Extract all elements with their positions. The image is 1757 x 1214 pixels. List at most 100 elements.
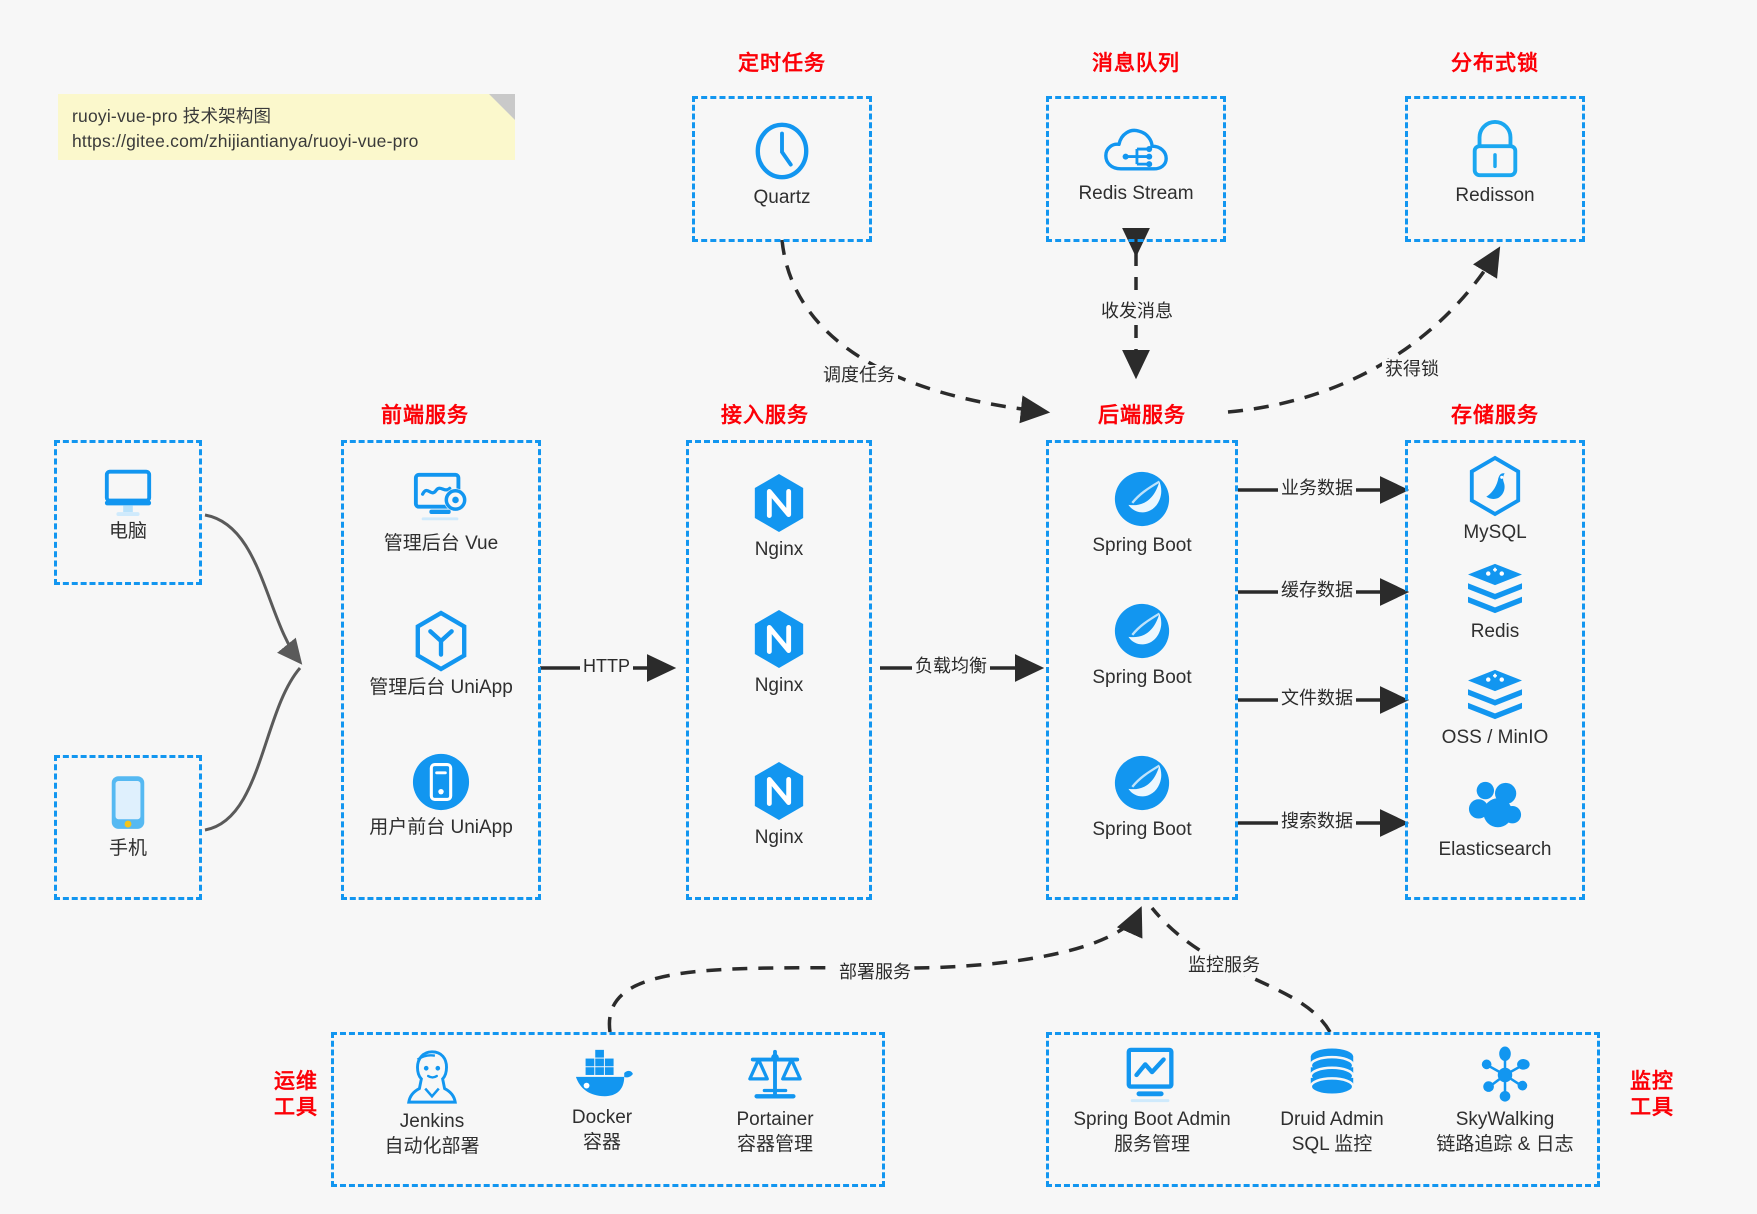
node-sublabel: 容器管理 xyxy=(736,1133,813,1155)
mysql-dolphin-icon xyxy=(1469,455,1521,517)
database-cylinder-icon xyxy=(1309,1048,1355,1097)
node-user-uniapp[interactable]: 用户前台 UniApp xyxy=(341,752,541,841)
group-box-backend xyxy=(1046,440,1238,900)
node-springboot-1[interactable]: Spring Boot xyxy=(1046,468,1238,559)
node-label: Druid Admin xyxy=(1280,1109,1384,1130)
group-title-storage: 存储服务 xyxy=(1451,404,1539,427)
node-label: Nginx xyxy=(754,539,804,560)
node-nginx-3[interactable]: Nginx xyxy=(686,760,872,851)
node-oss-minio[interactable]: OSS / MinIO xyxy=(1405,668,1585,751)
node-label: Spring Boot Admin xyxy=(1073,1109,1231,1130)
node-label: Redis Stream xyxy=(1078,183,1194,204)
node-label: Spring Boot xyxy=(1092,819,1192,840)
group-title-gateway: 接入服务 xyxy=(721,404,809,427)
monitoring-title-line-1: 监控 xyxy=(1630,1070,1674,1093)
edge-label-acquire-lock: 获得锁 xyxy=(1382,359,1442,380)
node-redis[interactable]: Redis xyxy=(1405,562,1585,645)
node-nginx-2[interactable]: Nginx xyxy=(686,608,872,699)
dashboard-gear-icon xyxy=(413,472,468,521)
node-label: Nginx xyxy=(754,827,804,848)
hexagon-y-icon xyxy=(415,610,467,672)
group-box-message-queue xyxy=(1046,96,1226,242)
group-box-distributed-lock xyxy=(1405,96,1585,242)
node-admin-uniapp[interactable]: 管理后台 UniApp xyxy=(341,610,541,701)
group-box-client-desktop xyxy=(54,440,202,585)
cloud-stream-icon xyxy=(1104,128,1168,171)
node-label: Elasticsearch xyxy=(1438,839,1552,860)
node-jenkins[interactable]: Jenkins 自动化部署 xyxy=(347,1046,517,1159)
mobile-circle-icon xyxy=(412,753,470,811)
docker-whale-icon xyxy=(575,1049,633,1097)
wire-quartz-to-backend xyxy=(780,239,1051,424)
node-redisson[interactable]: Redisson xyxy=(1405,120,1585,209)
group-box-monitoring xyxy=(1046,1032,1600,1187)
node-sublabel: SQL 监控 xyxy=(1291,1133,1373,1155)
node-sublabel: 服务管理 xyxy=(1113,1133,1190,1155)
node-label: SkyWalking xyxy=(1455,1109,1555,1130)
group-box-storage xyxy=(1405,440,1585,900)
node-skywalking[interactable]: SkyWalking 链路追踪 & 日志 xyxy=(1417,1046,1593,1157)
node-druid-admin[interactable]: Druid Admin SQL 监控 xyxy=(1247,1046,1417,1157)
group-title-message-queue: 消息队列 xyxy=(1092,52,1180,75)
note-line-2: https://gitee.com/zhijiantianya/ruoyi-vu… xyxy=(72,131,419,151)
edge-label-monitor-service: 监控服务 xyxy=(1185,955,1263,976)
spring-leaf-icon xyxy=(1114,603,1170,659)
redis-stack-icon xyxy=(1468,563,1522,614)
spring-leaf-icon xyxy=(1114,471,1170,527)
group-title-backend: 后端服务 xyxy=(1098,404,1186,427)
edge-label-deploy-service: 部署服务 xyxy=(836,962,914,983)
node-quartz[interactable]: Quartz xyxy=(692,120,872,211)
node-sublabel: 链路追踪 & 日志 xyxy=(1436,1133,1574,1155)
node-label: OSS / MinIO xyxy=(1441,727,1549,748)
node-label: 手机 xyxy=(108,838,147,859)
node-label: MySQL xyxy=(1463,522,1527,543)
group-box-frontend xyxy=(341,440,541,900)
skywalking-node-icon xyxy=(1481,1046,1530,1102)
node-admin-vue[interactable]: 管理后台 Vue xyxy=(341,470,541,557)
node-label: Portainer xyxy=(736,1109,814,1130)
edge-label-load-balance: 负载均衡 xyxy=(912,656,990,677)
edge-label-schedule-task: 调度任务 xyxy=(820,365,898,386)
edge-label-cache-data: 缓存数据 xyxy=(1278,580,1356,601)
node-phone[interactable]: 手机 xyxy=(54,773,202,862)
monitor-chart-icon xyxy=(1126,1047,1174,1103)
node-mysql[interactable]: MySQL xyxy=(1405,455,1585,546)
node-label: Nginx xyxy=(754,675,804,696)
node-label: Docker xyxy=(571,1107,633,1128)
edge-label-search-data: 搜索数据 xyxy=(1278,811,1356,832)
node-label: Spring Boot xyxy=(1092,535,1192,556)
node-label: 用户前台 UniApp xyxy=(369,817,513,838)
node-label: Spring Boot xyxy=(1092,667,1192,688)
elasticsearch-icon xyxy=(1468,781,1522,828)
node-desktop[interactable]: 电脑 xyxy=(54,464,202,545)
monitoring-title-line-2: 工具 xyxy=(1630,1096,1674,1120)
sticky-note: ruoyi-vue-pro 技术架构图 https://gitee.com/zh… xyxy=(58,94,515,160)
group-box-client-phone xyxy=(54,755,202,900)
nginx-icon xyxy=(754,762,804,820)
group-title-frontend: 前端服务 xyxy=(381,404,469,427)
nginx-icon xyxy=(754,474,804,532)
node-label: 电脑 xyxy=(108,521,147,542)
node-springboot-2[interactable]: Spring Boot xyxy=(1046,600,1238,691)
wire-desktop-to-frontend xyxy=(204,513,303,665)
node-label: 管理后台 UniApp xyxy=(369,677,513,698)
clock-icon xyxy=(755,122,809,180)
node-elasticsearch[interactable]: Elasticsearch xyxy=(1405,778,1585,863)
smartphone-icon xyxy=(111,776,145,829)
jenkins-butler-icon xyxy=(407,1050,457,1104)
node-nginx-1[interactable]: Nginx xyxy=(686,472,872,563)
node-spring-boot-admin[interactable]: Spring Boot Admin 服务管理 xyxy=(1057,1046,1247,1157)
group-box-gateway xyxy=(686,440,872,900)
node-springboot-3[interactable]: Spring Boot xyxy=(1046,752,1238,843)
node-redis-stream[interactable]: Redis Stream xyxy=(1046,122,1226,207)
nginx-icon xyxy=(754,610,804,668)
node-portainer[interactable]: Portainer 容器管理 xyxy=(690,1046,860,1157)
node-label: Redisson xyxy=(1455,185,1535,206)
node-label: Jenkins xyxy=(399,1111,465,1132)
node-label: Redis xyxy=(1470,621,1520,642)
node-docker[interactable]: Docker 容器 xyxy=(517,1046,687,1155)
devops-title-line-2: 工具 xyxy=(274,1096,318,1120)
edge-label-send-receive: 收发消息 xyxy=(1098,301,1176,322)
node-label: Quartz xyxy=(753,187,811,208)
